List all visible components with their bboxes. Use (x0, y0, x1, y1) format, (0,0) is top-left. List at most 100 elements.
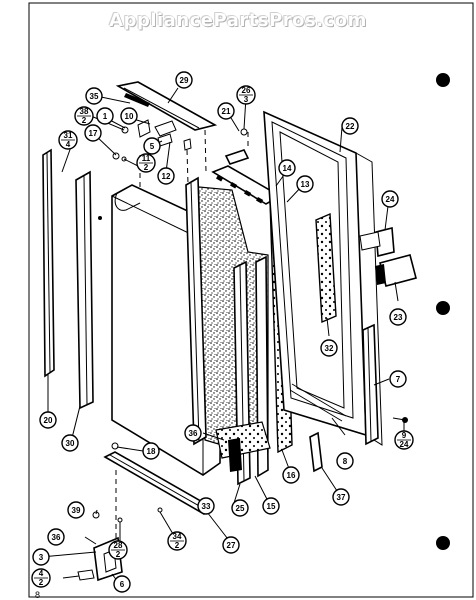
part-bottom-breaker-block (215, 421, 271, 472)
callout-4-2: 42 (31, 568, 51, 588)
part-right-gasket-strip (362, 323, 379, 446)
callout-7: 7 (389, 370, 407, 388)
callout-30: 30 (61, 434, 79, 452)
callout-14: 14 (278, 159, 296, 177)
svg-text:6: 6 (120, 580, 125, 589)
callout-38-2: 382 (74, 106, 94, 126)
svg-text:31: 31 (64, 131, 73, 140)
svg-text:36: 36 (189, 429, 198, 438)
callout-36-lower: 36 (47, 528, 65, 546)
svg-text:4: 4 (39, 569, 44, 578)
svg-text:3: 3 (244, 95, 249, 104)
svg-text:17: 17 (89, 129, 98, 138)
svg-text:34: 34 (173, 532, 182, 541)
svg-text:33: 33 (202, 502, 211, 511)
svg-text:3: 3 (39, 553, 44, 562)
binder-hole-bottom (436, 536, 450, 550)
callout-9-24: 924 (394, 430, 414, 450)
callout-8: 8 (336, 452, 354, 470)
part-hinge-bracket (112, 119, 192, 162)
svg-text:11: 11 (142, 154, 151, 163)
part-lower-trim (289, 383, 347, 422)
callout-17: 17 (84, 124, 102, 142)
binder-hole-top (436, 73, 450, 87)
part-left-breaker-strip (185, 176, 207, 446)
svg-text:18: 18 (147, 447, 156, 456)
part-trim-strip (309, 431, 323, 473)
callout-25: 25 (231, 499, 249, 517)
svg-text:10: 10 (125, 112, 134, 121)
binder-hole-middle (436, 301, 450, 315)
callout-10: 10 (120, 107, 138, 125)
callout-23: 23 (389, 308, 407, 326)
part-top-cap-rail (115, 81, 218, 131)
svg-text:37: 37 (337, 493, 346, 502)
svg-text:7: 7 (396, 375, 401, 384)
svg-text:35: 35 (90, 92, 99, 101)
svg-text:8: 8 (343, 457, 348, 466)
part-hinge-side-rail (75, 170, 94, 410)
svg-text:25: 25 (236, 504, 245, 513)
svg-text:12: 12 (162, 172, 171, 181)
callout-12: 12 (157, 167, 175, 185)
svg-text:2: 2 (175, 541, 180, 550)
svg-text:21: 21 (222, 107, 231, 116)
callout-1: 1 (96, 107, 114, 125)
callout-39: 39 (67, 501, 85, 519)
svg-text:24: 24 (400, 440, 409, 449)
callout-20: 20 (39, 411, 57, 429)
callout-33: 33 (197, 497, 215, 515)
callout-3: 3 (32, 548, 50, 566)
part-left-gasket-strip (42, 148, 55, 378)
svg-text:14: 14 (283, 164, 292, 173)
svg-text:30: 30 (66, 439, 75, 448)
callout-27: 27 (222, 536, 240, 554)
part-screw (392, 417, 408, 423)
svg-text:23: 23 (394, 313, 403, 322)
callout-32: 32 (320, 339, 338, 357)
svg-text:36: 36 (52, 533, 61, 542)
callout-6: 6 (113, 575, 131, 593)
callout-36-upper: 36 (184, 424, 202, 442)
callout-11-2: 112 (136, 153, 156, 173)
svg-text:16: 16 (287, 471, 296, 480)
svg-text:28: 28 (114, 541, 123, 550)
part-shelf-bracket (359, 226, 395, 258)
part-shelf-bar (315, 212, 337, 324)
svg-text:9: 9 (402, 431, 407, 440)
part-handle-pad (224, 128, 250, 165)
svg-text:15: 15 (267, 502, 276, 511)
callout-24: 24 (381, 190, 399, 208)
callout-34-2: 342 (167, 531, 187, 551)
callout-5: 5 (143, 137, 161, 155)
callout-16: 16 (282, 466, 300, 484)
callout-18: 18 (142, 442, 160, 460)
assembly-guide-lines (115, 129, 249, 540)
svg-text:2: 2 (144, 163, 149, 172)
svg-text:20: 20 (44, 416, 53, 425)
callout-13: 13 (296, 175, 314, 193)
svg-text:26: 26 (242, 86, 251, 95)
svg-text:24: 24 (386, 195, 395, 204)
watermark: AppliancePartsPros.com (109, 10, 367, 31)
svg-text:2: 2 (39, 578, 44, 587)
callout-35: 35 (85, 87, 103, 105)
callout-31-4: 314 (58, 130, 78, 150)
svg-text:22: 22 (346, 122, 355, 131)
callout-15: 15 (262, 497, 280, 515)
callout-21: 21 (217, 102, 235, 120)
page-frame (28, 2, 474, 598)
svg-text:5: 5 (150, 142, 155, 151)
svg-text:13: 13 (301, 180, 310, 189)
svg-text:38: 38 (80, 107, 89, 116)
callout-22: 22 (341, 117, 359, 135)
part-retainer-clip (375, 254, 417, 287)
svg-text:2: 2 (116, 550, 121, 559)
callout-28-2: 282 (108, 540, 128, 560)
svg-text:29: 29 (180, 76, 189, 85)
page-number: 8 (35, 590, 41, 600)
svg-text:1: 1 (103, 112, 108, 121)
callout-37: 37 (332, 488, 350, 506)
